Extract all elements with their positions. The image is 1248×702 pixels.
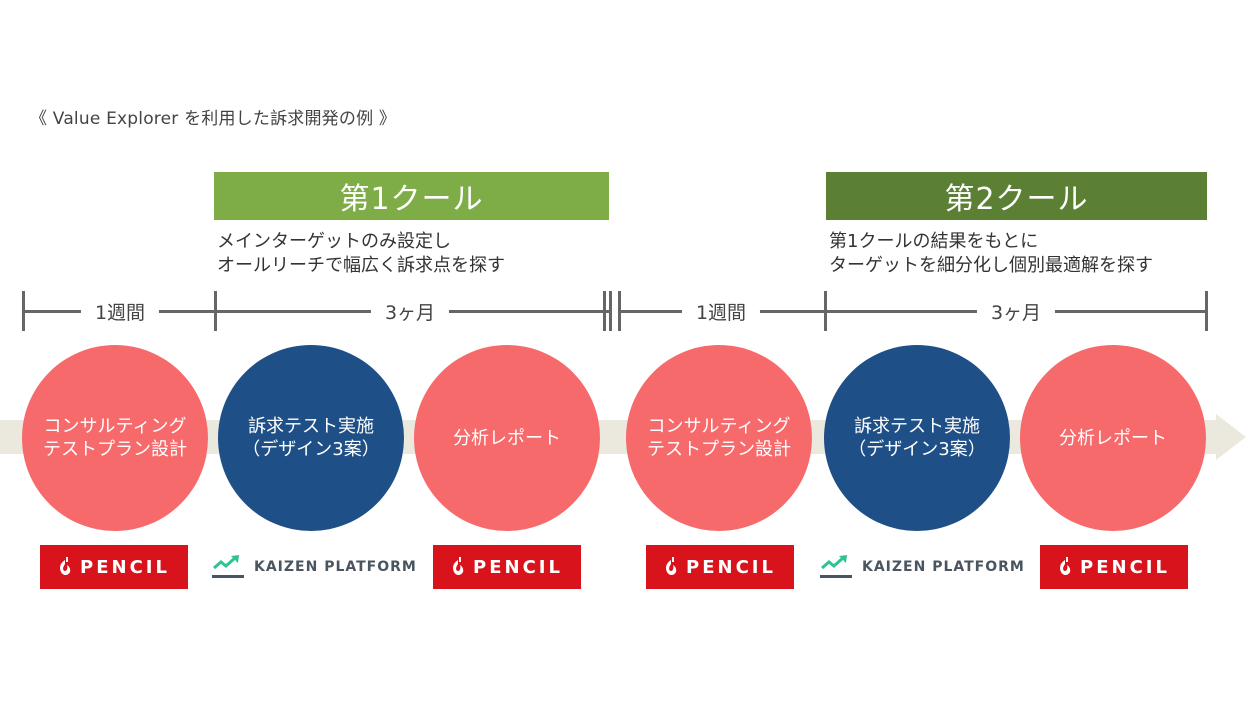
kaizen-trend-icon bbox=[212, 555, 244, 578]
step-line1: 分析レポート bbox=[453, 427, 561, 449]
timeline-tick bbox=[603, 291, 606, 331]
timeline-tick bbox=[618, 291, 621, 331]
timeline-label-month2: 3ヶ月 bbox=[976, 298, 1056, 325]
timeline-line-cool2 bbox=[620, 310, 1208, 313]
pencil-logo-icon bbox=[453, 557, 464, 575]
flow-arrow-head-icon bbox=[1216, 414, 1246, 460]
timeline-tick bbox=[1205, 291, 1208, 331]
timeline-line-cool1 bbox=[23, 310, 609, 313]
cool1-desc-line2: オールリーチで幅広く訴求点を探す bbox=[217, 255, 505, 276]
step-line2: テストプラン設計 bbox=[647, 439, 791, 460]
step-line1: 訴求テスト実施 bbox=[248, 416, 374, 437]
cool1-description: メインターゲットのみ設定し オールリーチで幅広く訴求点を探す bbox=[217, 230, 505, 278]
step-line1: 訴求テスト実施 bbox=[854, 416, 980, 437]
pencil-logo-text: PENCIL bbox=[686, 556, 776, 578]
step-consulting-1: コンサルティング テストプラン設計 bbox=[22, 345, 208, 531]
step-line2: テストプラン設計 bbox=[43, 439, 187, 460]
cool1-desc-line1: メインターゲットのみ設定し bbox=[217, 231, 451, 252]
kaizen-logo-text: KAIZEN PLATFORM bbox=[254, 559, 417, 575]
timeline-label-week2: 1週間 bbox=[681, 298, 761, 325]
pencil-logo-text: PENCIL bbox=[1080, 556, 1170, 578]
timeline-tick bbox=[609, 291, 612, 331]
pencil-logo: PENCIL bbox=[433, 545, 581, 589]
step-line1: コンサルティング bbox=[43, 416, 187, 437]
step-line2: （デザイン3案） bbox=[242, 439, 380, 460]
pencil-logo: PENCIL bbox=[646, 545, 794, 589]
step-test-2: 訴求テスト実施 （デザイン3案） bbox=[824, 345, 1010, 531]
cool1-banner: 第1クール bbox=[214, 172, 609, 220]
kaizen-trend-icon bbox=[820, 555, 852, 578]
cool2-desc-line1: 第1クールの結果をもとに bbox=[829, 231, 1039, 252]
timeline-tick bbox=[824, 291, 827, 331]
diagram-caption: 《 Value Explorer を利用した訴求開発の例 》 bbox=[30, 109, 397, 129]
cool2-description: 第1クールの結果をもとに ターゲットを細分化し個別最適解を探す bbox=[829, 230, 1153, 278]
cool2-title: 第2クール bbox=[944, 182, 1089, 217]
step-line2: （デザイン3案） bbox=[848, 439, 986, 460]
kaizen-platform-logo: KAIZEN PLATFORM bbox=[212, 545, 417, 589]
pencil-logo-icon bbox=[60, 557, 71, 575]
pencil-logo-icon bbox=[666, 557, 677, 575]
pencil-logo-icon bbox=[1060, 557, 1071, 575]
cool1-title: 第1クール bbox=[339, 182, 484, 217]
pencil-logo-text: PENCIL bbox=[473, 556, 563, 578]
step-consulting-2: コンサルティング テストプラン設計 bbox=[626, 345, 812, 531]
timeline-tick bbox=[214, 291, 217, 331]
kaizen-logo-text: KAIZEN PLATFORM bbox=[862, 559, 1025, 575]
step-report-2: 分析レポート bbox=[1020, 345, 1206, 531]
kaizen-platform-logo: KAIZEN PLATFORM bbox=[820, 545, 1025, 589]
timeline-label-week1: 1週間 bbox=[80, 298, 160, 325]
step-test-1: 訴求テスト実施 （デザイン3案） bbox=[218, 345, 404, 531]
cool2-banner: 第2クール bbox=[826, 172, 1207, 220]
pencil-logo-text: PENCIL bbox=[80, 556, 170, 578]
step-line1: 分析レポート bbox=[1059, 427, 1167, 449]
timeline-label-month1: 3ヶ月 bbox=[370, 298, 450, 325]
step-line1: コンサルティング bbox=[647, 416, 791, 437]
step-report-1: 分析レポート bbox=[414, 345, 600, 531]
pencil-logo: PENCIL bbox=[1040, 545, 1188, 589]
cool2-desc-line2: ターゲットを細分化し個別最適解を探す bbox=[829, 255, 1153, 276]
pencil-logo: PENCIL bbox=[40, 545, 188, 589]
timeline-tick bbox=[22, 291, 25, 331]
